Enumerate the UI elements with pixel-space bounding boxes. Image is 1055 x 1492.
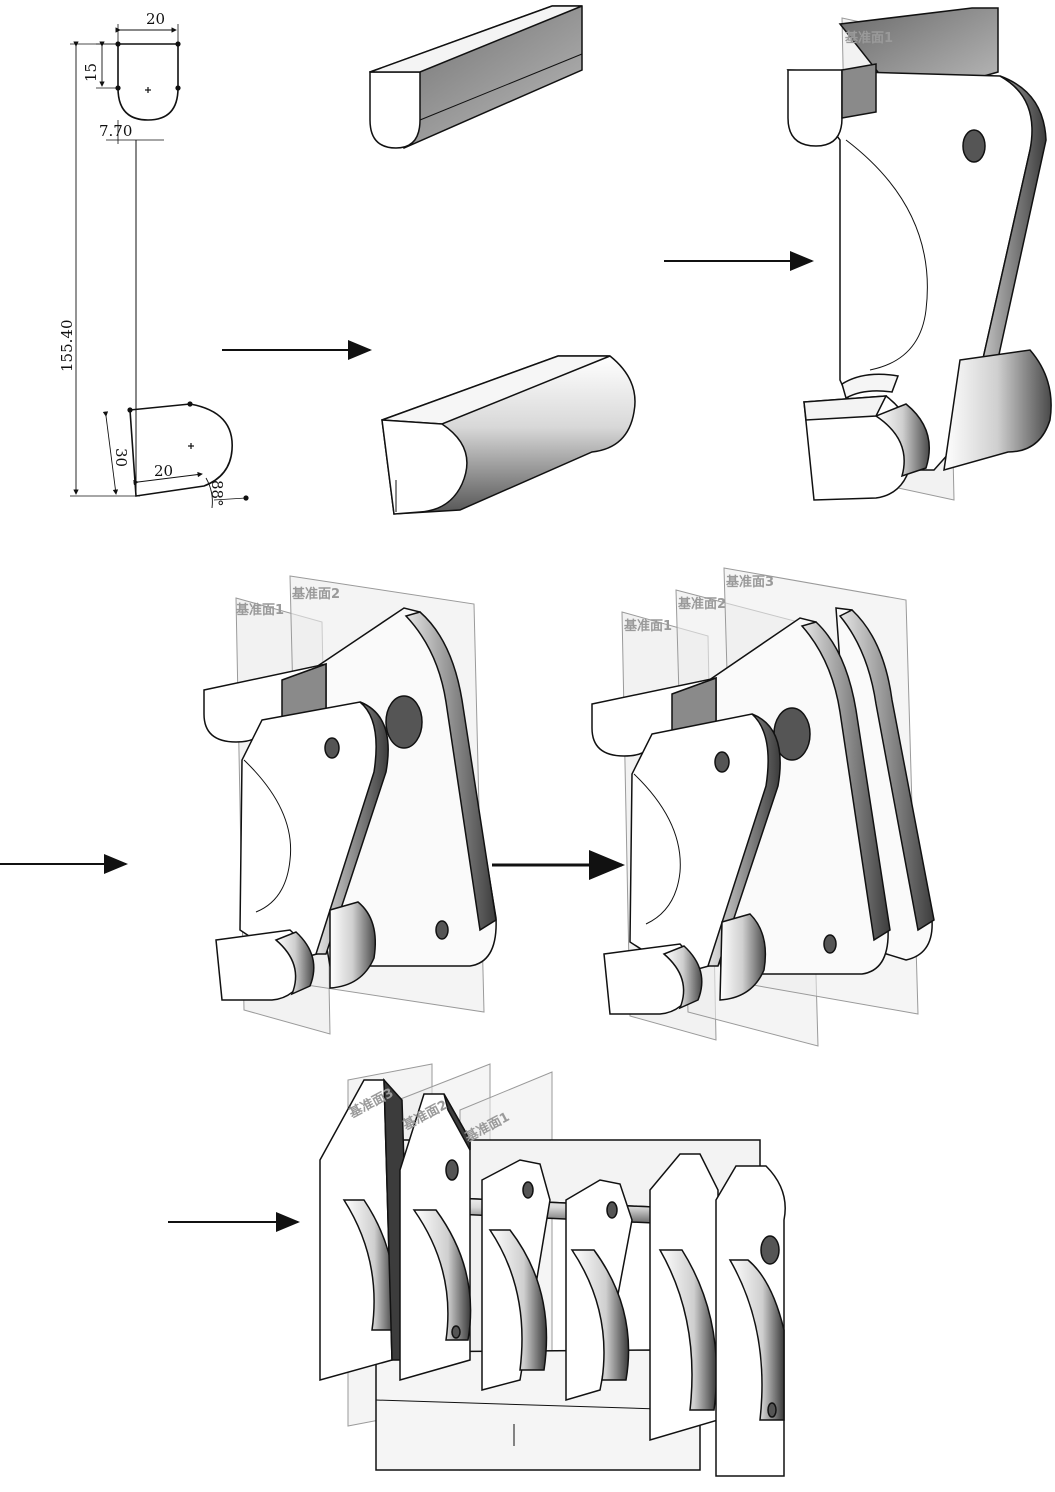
- plane-label-1-step3: 基准面1: [844, 30, 893, 46]
- full-assembly: [319, 1063, 786, 1477]
- bottom-bar-solid: [381, 355, 636, 515]
- plate-assembly-3: [591, 567, 935, 1047]
- rib-plates: [319, 1077, 786, 1477]
- plane-label-1-step5: 基准面1: [623, 618, 672, 634]
- plane-label-1-step4: 基准面1: [235, 602, 284, 618]
- plane-label-2-step5: 基准面2: [677, 596, 726, 612]
- dim-offset: 7.70: [99, 122, 132, 140]
- top-bar-solid: [368, 5, 583, 149]
- dim-length: 155.40: [58, 320, 76, 373]
- plane-label-2-step4: 基准面2: [291, 586, 340, 602]
- plane-label-3-step5: 基准面3: [725, 574, 774, 590]
- sketch-profile: [70, 24, 249, 509]
- plate-assembly-1: [786, 7, 1052, 501]
- dim-top-width: 20: [146, 10, 165, 28]
- dim-bottom-height: 30: [112, 448, 130, 467]
- dim-top-height: 15: [82, 63, 100, 82]
- plate-assembly-2: [203, 575, 497, 1035]
- dim-bottom-width: 20: [154, 462, 173, 480]
- dim-angle: 88°: [208, 480, 226, 507]
